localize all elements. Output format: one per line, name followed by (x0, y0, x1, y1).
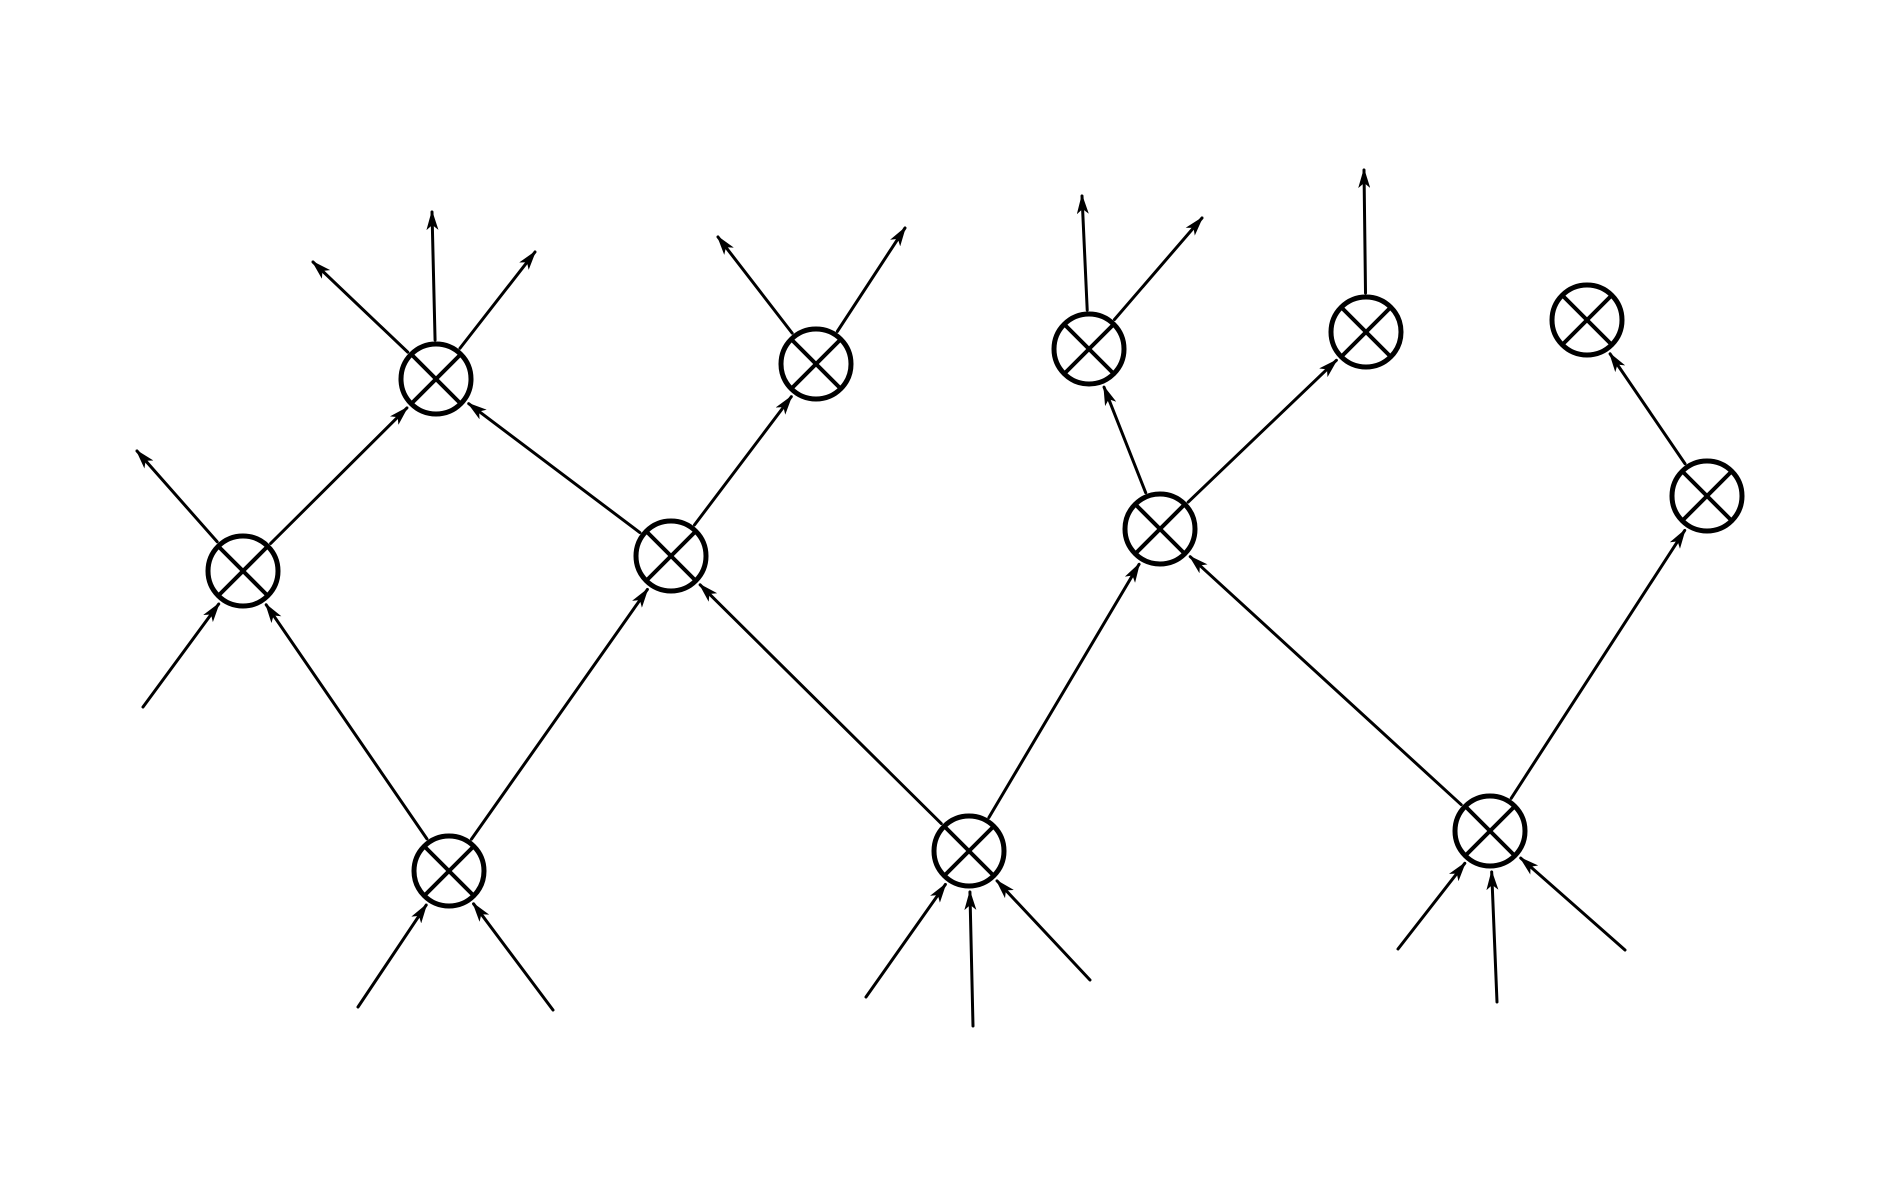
input-arrow-n2-1 (141, 602, 221, 709)
output-arrow-n4-3 (458, 250, 537, 350)
input-arrow-n6-2 (964, 889, 977, 1028)
node-n1-circle-cross-icon (411, 833, 487, 909)
edge-n2-to-n4 (269, 406, 409, 545)
node-n3-circle-cross-icon (633, 518, 709, 594)
node-cross-stroke-2 (1463, 804, 1517, 858)
edge-n1-to-n3 (469, 587, 649, 841)
node-cross-stroke-2 (644, 529, 698, 583)
node-n5-circle-cross-icon (778, 326, 854, 402)
node-n8-circle-cross-icon (1051, 311, 1127, 387)
edge-n11-to-n12 (1608, 352, 1687, 466)
node-cross-stroke-2 (1560, 293, 1614, 347)
output-arrow-n9-1 (1358, 168, 1371, 295)
output-arrow-n2-1 (135, 449, 219, 544)
node-cross-stroke-2 (1062, 322, 1116, 376)
node-n9-circle-cross-icon (1328, 294, 1404, 370)
input-arrow-n10-3 (1519, 856, 1627, 952)
input-arrow-n1-2 (472, 902, 555, 1012)
edge-n1-to-n2 (264, 603, 429, 841)
output-arrow-n5-2 (835, 226, 907, 333)
node-cross-stroke-2 (216, 544, 270, 598)
output-arrow-n4-2 (426, 210, 439, 342)
node-n6-circle-cross-icon (931, 813, 1007, 889)
edge-n3-to-n5 (693, 395, 793, 527)
edge-n7-to-n9 (1186, 358, 1338, 504)
node-cross-stroke-2 (1680, 469, 1734, 523)
node-n10-circle-cross-icon (1452, 793, 1528, 869)
node-cross-stroke-2 (1339, 305, 1393, 359)
input-arrow-n1-1 (356, 903, 428, 1009)
output-arrow-n8-2 (1112, 216, 1204, 321)
edge-n10-to-n7 (1188, 555, 1463, 807)
node-n4-circle-cross-icon (398, 341, 474, 417)
output-arrow-n5-1 (716, 235, 794, 335)
node-n2-circle-cross-icon (205, 533, 281, 609)
output-arrow-n8-1 (1076, 194, 1089, 312)
node-cross-stroke-2 (422, 844, 476, 898)
node-cross-stroke-2 (409, 352, 463, 406)
input-arrow-n6-1 (864, 882, 947, 999)
node-cross-stroke-2 (1133, 502, 1187, 556)
node-cross-stroke-2 (942, 824, 996, 878)
input-arrow-n10-2 (1486, 869, 1499, 1004)
node-n11-circle-cross-icon (1669, 458, 1745, 534)
edge-n10-to-n11 (1509, 528, 1687, 800)
edges-layer (135, 168, 1687, 1028)
node-cross-stroke-2 (789, 337, 843, 391)
output-arrow-n4-1 (311, 260, 410, 354)
edge-n3-to-n4 (467, 402, 642, 535)
node-n7-circle-cross-icon (1122, 491, 1198, 567)
input-arrow-n10-1 (1396, 861, 1467, 951)
nodes-layer (205, 282, 1745, 909)
edge-n6-to-n7 (987, 562, 1141, 819)
node-n12-circle-cross-icon (1549, 282, 1625, 358)
input-arrow-n6-3 (995, 879, 1092, 982)
edge-n6-to-n3 (698, 583, 943, 826)
edge-n7-to-n8 (1102, 385, 1148, 495)
